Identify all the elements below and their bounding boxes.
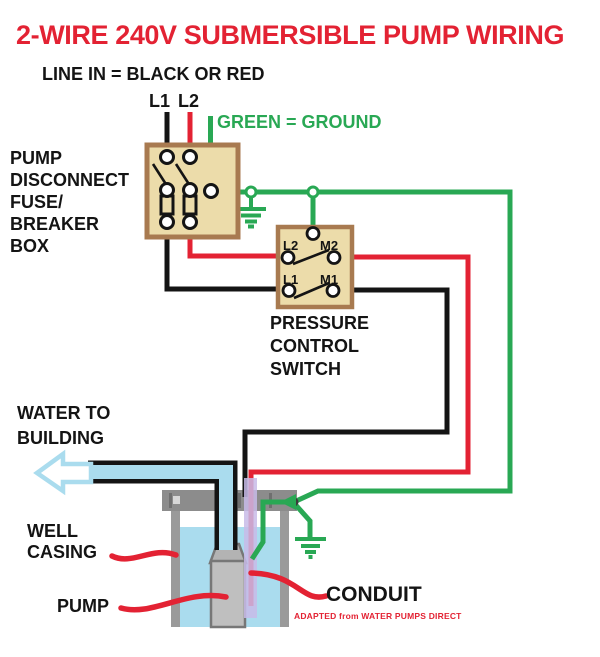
l2-label: L2 bbox=[178, 91, 200, 111]
pump-label: PUMP bbox=[57, 596, 110, 616]
well-casing-label: WELL CASING bbox=[27, 521, 98, 562]
wire-black-m1-to-pump bbox=[242, 287, 450, 497]
water-flow-arrow-icon bbox=[33, 449, 94, 496]
ground-terminal bbox=[305, 226, 321, 241]
green-junction-node bbox=[306, 185, 320, 199]
terminal-l1 bbox=[281, 283, 297, 298]
water-to-building-label: WATER TO BUILDING bbox=[17, 403, 111, 448]
terminal-label-l1: L1 bbox=[283, 272, 298, 287]
terminal-m2 bbox=[326, 250, 342, 265]
pressure-switch-box: L2 M2 L1 M1 bbox=[275, 224, 355, 310]
leader-pump bbox=[118, 592, 229, 613]
leader-conduit bbox=[248, 570, 329, 600]
disconnect-box-label: PUMP DISCONNECT FUSE/ BREAKER BOX bbox=[10, 148, 130, 256]
terminal-l2 bbox=[280, 250, 296, 265]
wire-green-to-pump bbox=[249, 499, 294, 561]
terminal bbox=[159, 214, 175, 230]
diagram-title: 2-WIRE 240V SUBMERSIBLE PUMP WIRING bbox=[16, 20, 565, 50]
terminal-m1 bbox=[325, 283, 341, 298]
terminal-label-m1: M1 bbox=[320, 272, 338, 287]
well-casing-left-wall bbox=[171, 511, 180, 627]
terminal-label-l2: L2 bbox=[283, 238, 298, 253]
well-cap-slot bbox=[169, 493, 172, 508]
conduit-label: CONDUIT bbox=[326, 583, 422, 606]
green-junction-node bbox=[244, 185, 258, 199]
green-ground-label: GREEN = GROUND bbox=[217, 112, 382, 132]
pump-assembly bbox=[88, 460, 248, 629]
well-cap-notch bbox=[173, 496, 180, 504]
disconnect-box bbox=[144, 142, 241, 240]
ground-terminal bbox=[203, 183, 219, 199]
terminal bbox=[182, 149, 198, 165]
terminal bbox=[182, 182, 198, 198]
wire-green-to-well-ground bbox=[292, 501, 313, 538]
ground-arrowhead-icon bbox=[280, 494, 296, 510]
conduit-pipe bbox=[244, 478, 257, 618]
l1-label: L1 bbox=[149, 91, 171, 111]
switch-blade bbox=[292, 248, 330, 266]
wire-black-box-to-l1 bbox=[164, 228, 284, 292]
terminal bbox=[159, 149, 175, 165]
line-in-label: LINE IN = BLACK OR RED bbox=[42, 64, 265, 84]
terminal bbox=[182, 214, 198, 230]
water-pipe bbox=[88, 465, 233, 550]
ground-symbol-well-icon bbox=[295, 537, 326, 559]
ground-symbol-panel-icon bbox=[236, 194, 266, 229]
line-terminal-labels: L1 L2 bbox=[149, 91, 199, 112]
attribution-text: ADAPTED from WATER PUMPS DIRECT bbox=[294, 611, 462, 621]
well-cap-slot bbox=[238, 493, 241, 508]
wire-green-main-run bbox=[215, 189, 513, 505]
terminal bbox=[159, 182, 175, 198]
terminal-label-m2: M2 bbox=[320, 238, 338, 253]
pressure-switch-label: PRESSURE CONTROL SWITCH bbox=[270, 313, 370, 379]
leader-well-casing bbox=[109, 549, 179, 562]
switch-blade bbox=[293, 281, 330, 300]
well-casing-right-wall bbox=[280, 511, 289, 627]
